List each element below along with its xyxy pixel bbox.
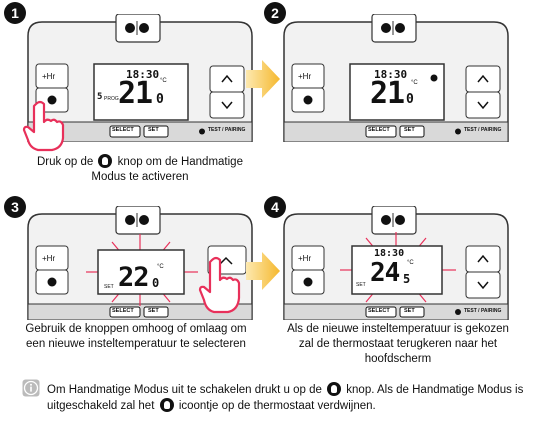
test-pairing-label-1: TEST / PAIRING — [208, 127, 246, 133]
hand-icon-small — [125, 23, 135, 33]
lcd-unit-2: °C — [411, 80, 418, 86]
caption-4-line-1: Als de nieuwe insteltemperatuur is gekoz… — [287, 323, 509, 335]
plus-hour-button-1[interactable]: +Hr — [42, 72, 56, 81]
lcd-set-label-3: SET — [104, 284, 114, 290]
info-text-1a: Om Handmatige Modus uit te schakelen dru… — [47, 384, 322, 396]
step-number-4: 4 — [264, 196, 286, 218]
hand-button-icon — [327, 382, 342, 396]
set-button-3[interactable]: SET — [148, 308, 159, 314]
flame-icon — [139, 23, 149, 33]
lcd-temp-int-2: 21 — [370, 76, 405, 111]
info-text-1b: knop. Als de Handmatige Modus is — [346, 384, 524, 396]
lcd-temp-dec-3: 0 — [152, 276, 160, 290]
lcd-temp-int-3: 22 — [118, 262, 150, 293]
lcd-unit-4: °C — [407, 260, 414, 266]
info-text-2a: uitgeschakeld zal het — [47, 400, 155, 412]
lcd-temp-dec-4: 5 — [403, 272, 411, 286]
arrow-right-1 — [246, 60, 280, 98]
lcd-unit-3: °C — [157, 264, 164, 270]
thermostat-device-step-3 — [27, 206, 253, 320]
lcd-time-4: 18:30 — [374, 248, 405, 259]
lcd-time-1: 18:30 — [126, 68, 160, 81]
thermostat-device-step-1 — [27, 14, 253, 142]
step-number-1: 1 — [4, 2, 26, 24]
caption-4-line-2: zal de thermostaat terugkeren naar het — [298, 338, 498, 350]
hand-indicator-icon — [159, 398, 174, 412]
step-1-caption: Druk op de knop om de Handmatige Modus t… — [20, 154, 260, 185]
select-button-3[interactable]: SELECT — [112, 308, 134, 314]
lcd-unit-1: °C — [160, 78, 167, 84]
step-number-3: 3 — [4, 196, 26, 218]
caption-1-line-1a: Druk op de — [37, 156, 94, 168]
lcd-temp-dec-1: 0 — [156, 92, 164, 107]
plus-hour-button-4[interactable]: +Hr — [298, 254, 312, 263]
lcd-temp-int-4: 24 — [370, 258, 400, 288]
set-button-1[interactable]: SET — [148, 127, 159, 133]
select-button-2[interactable]: SELECT — [368, 127, 390, 133]
info-text-2b: icoontje op de thermostaat verdwijnen. — [178, 400, 376, 412]
lcd-temp-int-1: 21 — [118, 76, 153, 111]
test-pairing-label-4: TEST / PAIRING — [464, 308, 502, 314]
caption-4-line-3: hoofdscherm — [364, 353, 432, 365]
lcd-mode-label-1: PROG — [104, 96, 119, 102]
step-3-caption: Gebruik de knoppen omhoog of omlaag om e… — [6, 322, 266, 352]
step-4-caption: Als de nieuwe insteltemperatuur is gekoz… — [268, 322, 528, 367]
thermostat-device-step-4 — [283, 206, 509, 320]
caption-3-line-1: Gebruik de knoppen omhoog of omlaag om — [25, 323, 247, 335]
set-button-2[interactable]: SET — [404, 127, 415, 133]
info-icon — [22, 379, 40, 397]
select-button-4[interactable]: SELECT — [368, 308, 390, 314]
lcd-temp-dec-2: 0 — [406, 92, 414, 107]
pointing-hand-icon-3 — [198, 256, 241, 314]
caption-1-line-1b: knop om de Handmatige — [117, 156, 243, 168]
pointing-hand-icon-1 — [22, 100, 65, 152]
plus-hour-button-3[interactable]: +Hr — [42, 254, 56, 263]
hand-button-icon — [98, 154, 113, 168]
info-line-1: Om Handmatige Modus uit te schakelen dru… — [47, 382, 557, 398]
plus-hour-button-2[interactable]: +Hr — [298, 72, 312, 81]
arrow-right-2 — [246, 252, 280, 290]
info-line-2: uitgeschakeld zal het icoontje op de the… — [47, 398, 557, 414]
caption-1-line-2: Modus te activeren — [91, 171, 189, 183]
step-number-2: 2 — [264, 2, 286, 24]
test-pairing-label-2: TEST / PAIRING — [464, 127, 502, 133]
manual-mode-indicator-icon — [430, 74, 438, 82]
lcd-mode-digit-1: 5 — [97, 92, 103, 102]
lcd-time-2: 18:30 — [374, 68, 408, 81]
select-button-1[interactable]: SELECT — [112, 127, 134, 133]
set-button-4[interactable]: SET — [404, 308, 415, 314]
caption-3-line-2: een nieuwe insteltemperatuur te selecter… — [26, 338, 246, 350]
lcd-set-label-4: SET — [356, 282, 366, 288]
manual-mode-button-icon — [47, 95, 57, 105]
thermostat-device-step-2 — [283, 14, 509, 142]
